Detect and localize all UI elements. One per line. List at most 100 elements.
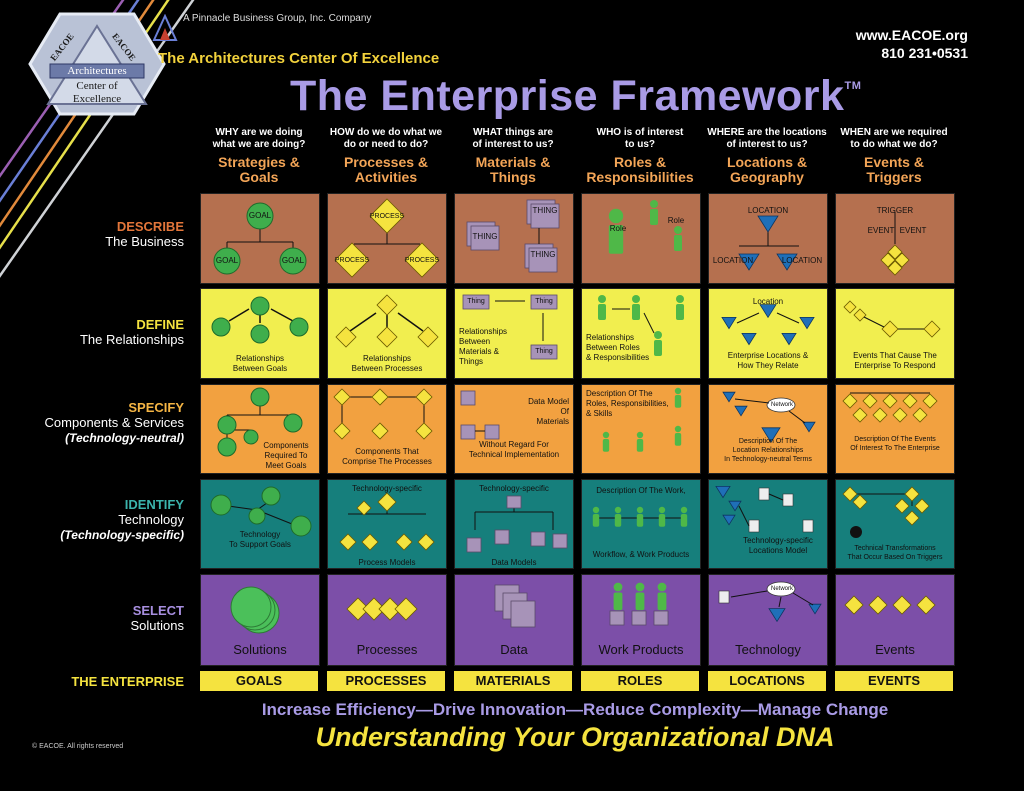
location-triangle: [759, 304, 777, 319]
cell-define-events: Events That Cause The Enterprise To Resp…: [835, 288, 955, 379]
process-diamond: [887, 244, 903, 260]
cell-graphic: [609, 582, 669, 626]
location-triangle: [722, 514, 736, 526]
eacoe-logo: EACOE EACOE Architectures Center of Exce…: [22, 8, 172, 120]
role-figure: [614, 506, 622, 527]
role-figure: [592, 506, 600, 527]
location-triangle: [799, 316, 815, 330]
enterprise-label: THE ENTERPRISE: [71, 674, 184, 689]
network-cloud: [766, 581, 796, 597]
process-diamond: [335, 326, 357, 348]
cell-graphic: [339, 492, 435, 551]
thing-box: [530, 203, 560, 229]
role-figure: [632, 295, 640, 320]
role-figure: [636, 506, 644, 527]
role-figure: [654, 331, 662, 356]
cell-caption: Technical Transformations That Occur Bas…: [847, 545, 943, 561]
thing-box: [530, 344, 558, 360]
process-diamond: [902, 393, 918, 409]
goal-node: [210, 494, 232, 516]
page-title: The Enterprise FrameworkTM: [290, 72, 861, 121]
process-diamond: [912, 407, 928, 423]
goal-node: [290, 515, 312, 537]
goal-node: [283, 413, 303, 433]
location-triangle: [761, 427, 781, 443]
process-diamond: [333, 388, 351, 406]
cell-graphic: [842, 486, 930, 538]
role-figure: [598, 295, 606, 320]
role-figure-small: [674, 226, 682, 251]
process-diamond: [852, 494, 868, 510]
process-diamond: [417, 326, 439, 348]
process-diamond: [378, 597, 402, 621]
row-key: IDENTIFY: [124, 497, 184, 512]
computer-icon: [748, 519, 760, 533]
row-key: SPECIFY: [128, 400, 184, 415]
row-key: SELECT: [132, 603, 184, 618]
copyright: © EACOE. All rights reserved: [32, 743, 124, 750]
process-diamond: [894, 498, 910, 514]
slogan: Increase Efficiency—Drive Innovation—Red…: [261, 700, 889, 719]
process-diamond: [914, 498, 930, 514]
column-name: Locations &Geography: [726, 154, 808, 185]
process-diamond: [892, 595, 912, 615]
row-label-describe: DESCRIBE The Business: [0, 219, 184, 250]
thing-box: [484, 424, 500, 440]
cell-graphic: [722, 391, 816, 443]
row-label-define: DEFINE The Relationships: [0, 317, 184, 348]
process-diamond: [356, 500, 372, 516]
cell-graphic: [230, 586, 280, 634]
thing-box: [530, 531, 546, 547]
connector: [228, 308, 250, 322]
enterprise-bar-locations: LOCATIONS: [708, 671, 826, 691]
row-sub: Technology: [118, 512, 184, 527]
row-note: (Technology-neutral): [65, 431, 184, 445]
process-diamond: [415, 388, 433, 406]
thing-box: [460, 424, 476, 440]
goal-node: [211, 317, 231, 337]
goal-node-top: [246, 202, 274, 230]
role-figure: [636, 431, 644, 452]
enterprise-bar-processes: PROCESSES: [327, 671, 445, 691]
cell-caption: Relationships Between Processes: [351, 354, 423, 373]
connector: [788, 410, 806, 424]
process-diamond: [346, 597, 370, 621]
cell-caption: TRIGGER: [876, 206, 914, 215]
process-diamond: [882, 393, 898, 409]
row-label-identify: IDENTIFY Technology(Technology-specific): [0, 497, 184, 542]
logo-line1: Architectures: [67, 65, 127, 77]
role-figure-small: [650, 200, 658, 225]
goal-node: [289, 317, 309, 337]
cell-caption: Thing: [535, 348, 553, 355]
connector: [270, 308, 294, 322]
cell-graphic: [608, 200, 682, 254]
column-name: Processes &Activities: [343, 154, 429, 185]
process-diamond: [923, 320, 941, 338]
process-diamond: [862, 393, 878, 409]
cell-caption: Workflow, & Work Products: [592, 550, 690, 559]
cell-graphic: [721, 304, 815, 346]
cell-caption: Events That Cause The Enterprise To Resp…: [853, 351, 937, 370]
cell-caption: THING: [532, 206, 558, 215]
thing-box: [510, 600, 536, 628]
process-diamond: [333, 422, 351, 440]
cell-graphic: [460, 390, 500, 440]
cell-caption: Technology-specific: [352, 484, 422, 493]
role-figure: [676, 295, 684, 320]
cell-caption: Description Of The Work,: [596, 486, 686, 495]
company-line: A Pinnacle Business Group, Inc. Company: [183, 13, 372, 24]
process-diamond: [842, 393, 858, 409]
location-triangle: [808, 603, 822, 615]
cell-graphic: [842, 392, 938, 423]
process-diamond: [853, 308, 867, 322]
connector: [736, 312, 760, 324]
